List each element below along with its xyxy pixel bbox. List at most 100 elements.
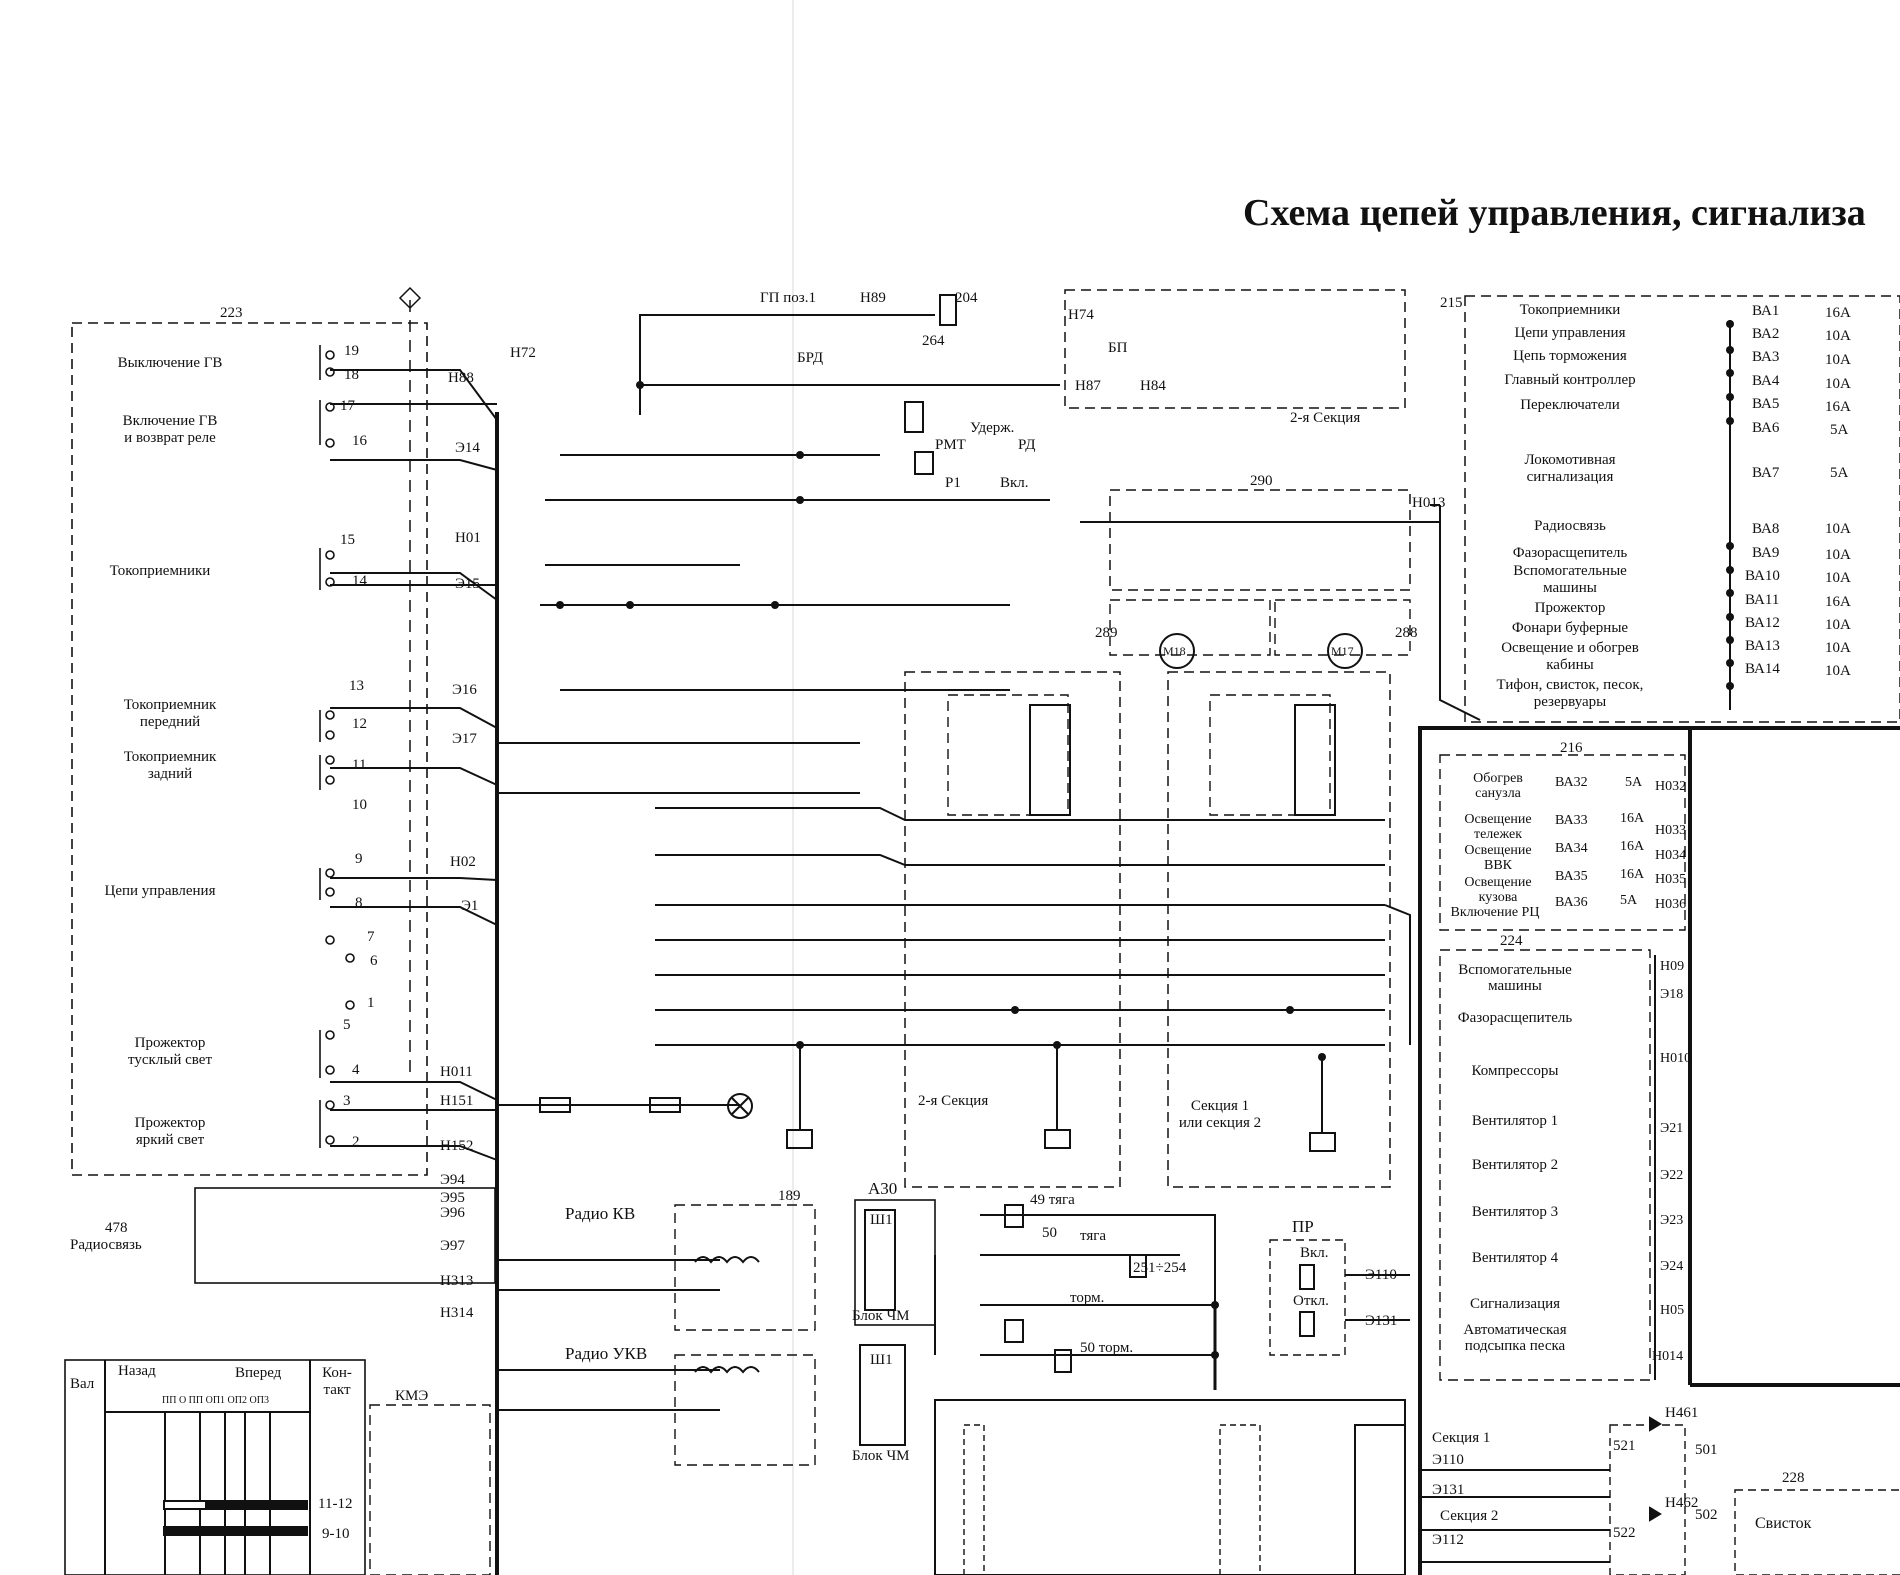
fuse-rating-3: 10А — [1825, 376, 1851, 392]
radio-label: Радиосвязь — [70, 1237, 142, 1253]
contact-15: 15 — [340, 532, 355, 548]
radio-478-frame — [194, 1187, 496, 1284]
p216-wire-1: Н033 — [1655, 823, 1687, 838]
contact-17: 17 — [340, 398, 355, 414]
p224-wire-6: Э24 — [1660, 1259, 1684, 1274]
table-col-back: Назад — [118, 1363, 156, 1379]
sh1-b: Ш1 — [870, 1352, 893, 1368]
relay-hold: Удерж. — [970, 420, 1015, 436]
p216-label-3: Освещение кузова — [1464, 875, 1532, 905]
fuse-label-1: Цепи управления — [1514, 325, 1626, 341]
fuse-id-5: ВА6 — [1752, 420, 1780, 436]
motor-288: 288 — [1395, 625, 1418, 641]
fuse-label-7: Радиосвязь — [1534, 518, 1606, 534]
fuse-rating-2: 10А — [1825, 352, 1851, 368]
block-chm-2: Блок ЧМ — [852, 1448, 910, 1464]
fuse-id-7: ВА8 — [1752, 521, 1780, 537]
p216-rating-3: 16А — [1620, 867, 1645, 882]
radio-num: 478 — [105, 1220, 128, 1236]
p216-wire-4: Н036 — [1655, 897, 1687, 912]
fuse-id-11: ВА12 — [1745, 615, 1780, 631]
radio-kv: Радио КВ — [565, 1204, 636, 1223]
traction-50-torm: 50 торм. — [1080, 1340, 1134, 1356]
motor-m18 — [1159, 633, 1195, 669]
r521: 521 — [1613, 1438, 1636, 1454]
motor-m17 — [1327, 633, 1363, 669]
fuse-rating-0: 16А — [1825, 305, 1851, 321]
contact-6: 6 — [370, 953, 378, 969]
relay-n84: Н84 — [1140, 378, 1166, 394]
contact-5: 5 — [343, 1017, 351, 1033]
section1-mid-label: Секция 1 или секция 2 — [1178, 1098, 1262, 1131]
block-228-label: 228 — [1782, 1470, 1805, 1486]
table-col-val: Вал — [70, 1376, 95, 1392]
p224-label-7: Сигнализация — [1469, 1296, 1561, 1312]
radio-wire-2: Э96 — [440, 1205, 465, 1221]
wire-n88: Н88 — [448, 370, 474, 386]
table-frame — [64, 1359, 366, 1575]
pr-e131: Э131 — [1365, 1313, 1398, 1329]
block-223-frame — [71, 322, 428, 1176]
pr-e110: Э110 — [1365, 1267, 1397, 1283]
table-col-contact: Кон- такт — [322, 1365, 352, 1398]
p216-rating-4: 5А — [1620, 893, 1638, 908]
left-item-5: Цепи управления — [104, 883, 216, 899]
p224-label-3: Вентилятор 1 — [1471, 1113, 1559, 1129]
fuse-rating-7: 10А — [1825, 521, 1851, 537]
contact-12: 12 — [352, 716, 367, 732]
left-item-8: Прожектор яркий свет — [134, 1115, 206, 1148]
relay-n89: Н89 — [860, 290, 886, 306]
p216-rating-0: 5А — [1625, 775, 1643, 790]
fuse-label-12: Освещение и обогрев кабины — [1501, 640, 1639, 673]
relay-on: Вкл. — [1000, 475, 1029, 491]
sec1-e110: Э110 — [1432, 1452, 1464, 1468]
relay-bp: БП — [1108, 340, 1128, 356]
contact-4: 4 — [352, 1062, 360, 1078]
block-223-label: 223 — [220, 305, 243, 321]
p224-label-1: Фазорасщепитель — [1457, 1010, 1573, 1026]
contact-16: 16 — [352, 433, 367, 449]
wire-n151: Н151 — [440, 1093, 474, 1109]
fuse-id-12: ВА13 — [1745, 638, 1780, 654]
block-pr-frame — [1269, 1239, 1346, 1356]
block-216-frame — [1439, 754, 1686, 931]
p224-wire-1: Э18 — [1660, 987, 1684, 1002]
block-kme-label: КМЭ — [395, 1388, 429, 1404]
p216-label-2: Освещение ВВК — [1464, 843, 1532, 873]
block-a30-label: А30 — [868, 1179, 898, 1198]
radio-wire-3: Э97 — [440, 1238, 465, 1254]
pr-off: Откл. — [1293, 1293, 1329, 1309]
fuse-label-13: Тифон, свисток, песок, резервуары — [1496, 677, 1644, 710]
fuse-rating-9: 10А — [1825, 570, 1851, 586]
whistle-label: Свисток — [1755, 1515, 1812, 1532]
contact-1: 1 — [367, 995, 375, 1011]
sec2-label: Секция 2 — [1440, 1508, 1499, 1524]
p224-label-8: Автоматическая подсыпка песка — [1463, 1322, 1567, 1354]
fuse-label-6: Локомотивная сигнализация — [1524, 452, 1616, 485]
p216-label-1: Освещение тележек — [1464, 812, 1532, 842]
fuse-id-9: ВА10 — [1745, 568, 1780, 584]
n462: Н462 — [1665, 1495, 1699, 1511]
relay-rd: РД — [1018, 437, 1036, 453]
traction-50: 50 — [1042, 1225, 1057, 1241]
p216-rating-2: 16А — [1620, 839, 1645, 854]
left-item-0: Выключение ГВ — [117, 355, 223, 371]
p224-label-2: Компрессоры — [1471, 1063, 1559, 1079]
fuse-id-0: ВА1 — [1752, 303, 1780, 319]
wire-e1: Э1 — [461, 898, 479, 914]
fuse-rating-11: 10А — [1825, 617, 1851, 633]
relay-n87: Н87 — [1075, 378, 1101, 394]
fuse-id-13: ВА14 — [1745, 661, 1780, 677]
section2-mid-label: 2-я Секция — [918, 1093, 989, 1109]
wire-n01: Н01 — [455, 530, 481, 546]
table-row-0: 11-12 — [318, 1496, 353, 1512]
radio-wire-0: Э94 — [440, 1172, 465, 1188]
p216-fuse-0: ВА32 — [1555, 775, 1588, 790]
block-189-label: 189 — [778, 1188, 801, 1204]
block-215-frame — [1464, 295, 1900, 723]
fuse-rating-5: 5А — [1830, 422, 1849, 438]
relay-r1: Р1 — [945, 475, 961, 491]
block-224-frame — [1439, 949, 1651, 1381]
block-216-label: 216 — [1560, 740, 1583, 756]
